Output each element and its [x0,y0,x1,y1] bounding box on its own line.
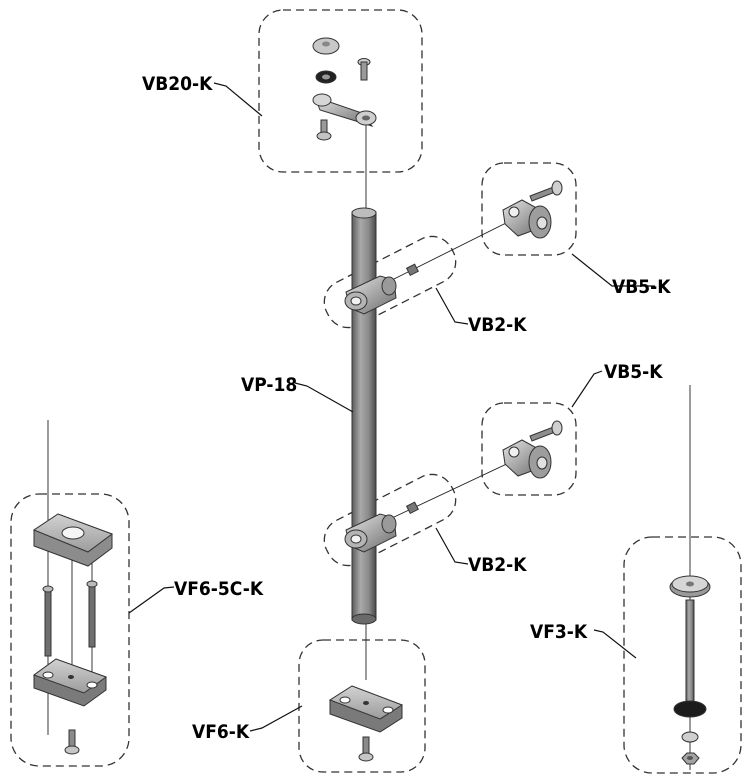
leader-vf65c [128,586,175,614]
screw-bottom [358,736,374,762]
rod-vp18 [351,207,377,625]
part-group-vf3 [669,575,711,765]
clevis-fitting [502,199,552,239]
leader-vf3 [593,629,637,659]
screw-top [357,58,371,81]
nut [681,752,700,765]
detail-box-vf3 [623,536,742,774]
detail-box-vb20 [258,9,423,173]
detail-box-vb2-mid [323,473,457,567]
leader-vb5-mid [571,370,603,408]
callout-vb5-top: VB5-K [612,276,671,298]
detail-box-vb5-top [481,162,577,256]
leader-vb20 [213,82,263,117]
part-group-vb2-top [344,263,419,315]
callout-vf3: VF3-K [530,621,588,643]
callout-vb20: VB20-K [142,73,213,95]
detail-box-vf6-5c [10,493,130,767]
callout-vf65c: VF6-5C-K [174,578,264,600]
part-group-vf6-5c [32,513,114,755]
clevis-fitting [502,439,552,479]
set-screw [405,501,419,515]
part-group-vb2-mid [344,501,419,553]
part-group-vb20 [312,37,377,141]
part-group-vb5-top [502,180,563,239]
pivot-arm [312,93,377,127]
leader-vb2-mid [435,527,469,565]
cover-plate [32,513,114,567]
bolt [529,180,563,202]
rod-clamp [344,513,397,553]
threaded-rod [685,599,695,706]
base-plate [328,685,404,733]
callout-vb2-top: VB2-K [468,314,527,336]
rod-clamp [344,275,397,315]
detail-box-vf6 [298,639,426,773]
base-plate [32,658,108,707]
part-group-vb5-mid [502,420,563,479]
callout-vb2-mid: VB2-K [468,554,527,576]
detail-box-vb5-mid [481,402,577,496]
leader-vb5-top [571,253,655,287]
callout-vb5-mid: VB5-K [604,361,663,383]
flat-washer [681,731,699,743]
leader-vp18 [294,382,354,413]
callout-vp18: VP-18 [241,374,297,396]
cap-washer [669,575,711,598]
set-screw [405,263,419,277]
bolt [529,420,563,442]
long-screw-left [42,585,54,657]
long-screw-right [86,580,98,648]
screw-bottom [316,119,332,141]
rubber-washer [673,700,707,718]
leader-vf6 [249,705,303,732]
screw-bottom [64,729,80,755]
callout-vf6: VF6-K [192,721,250,743]
part-group-vf6 [328,685,404,762]
leader-vb2-top [435,287,469,325]
